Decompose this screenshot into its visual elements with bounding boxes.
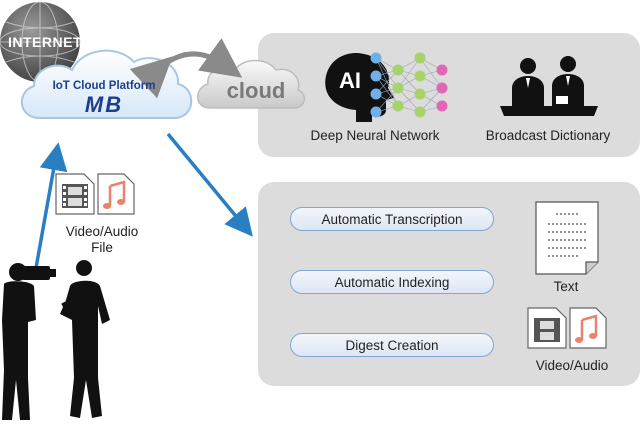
reporter-silhouette bbox=[60, 260, 110, 418]
output-text-label: Text bbox=[553, 279, 579, 294]
broadcast-dictionary-label: Broadcast Dictionary bbox=[485, 128, 611, 143]
platform-name: IoT Cloud Platform bbox=[52, 80, 156, 92]
process-digest-creation: Digest Creation bbox=[290, 333, 494, 357]
audio-file-icon bbox=[97, 173, 135, 215]
cameraman-silhouette bbox=[2, 263, 56, 420]
ai-head-icon bbox=[325, 52, 394, 122]
media-file-label-line2: File bbox=[91, 240, 113, 255]
upload-arrow bbox=[34, 142, 68, 269]
dnn-label: Deep Neural Network bbox=[310, 128, 440, 143]
media-file-label: Video/Audio File bbox=[50, 224, 154, 256]
ai-label: AI bbox=[339, 68, 361, 93]
text-document-icon bbox=[535, 201, 599, 275]
video-file-icon bbox=[55, 173, 95, 215]
process-automatic-transcription: Automatic Transcription bbox=[290, 207, 494, 231]
internet-label: INTERNET bbox=[8, 34, 82, 50]
sync-arrow bbox=[129, 38, 243, 99]
process-arrow bbox=[166, 132, 253, 237]
media-file-label-line1: Video/Audio bbox=[65, 224, 139, 239]
process-automatic-indexing: Automatic Indexing bbox=[290, 270, 494, 294]
output-video-icon bbox=[527, 307, 567, 349]
output-media-label: Video/Audio bbox=[535, 358, 609, 373]
cloud-label: cloud bbox=[226, 78, 286, 103]
neural-network-icon bbox=[370, 52, 448, 118]
broadcasters-icon bbox=[500, 56, 598, 116]
output-audio-icon bbox=[569, 307, 607, 349]
globe-icon bbox=[0, 1, 81, 83]
platform-logo: MB bbox=[84, 92, 124, 117]
